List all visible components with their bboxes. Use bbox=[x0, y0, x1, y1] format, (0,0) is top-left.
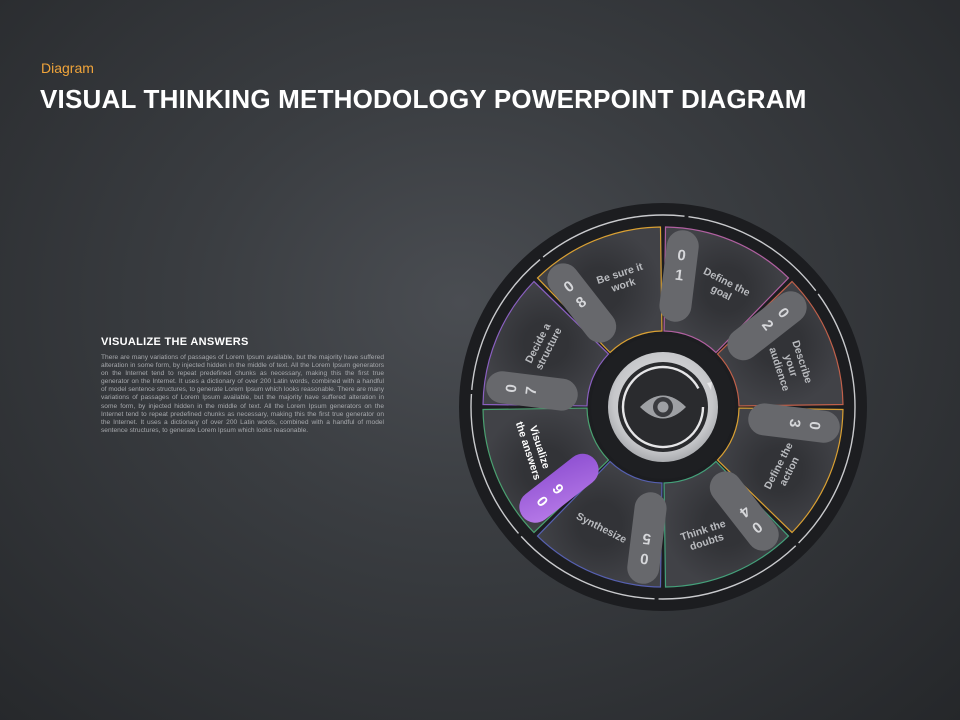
tab-03: 03 bbox=[748, 403, 840, 443]
slide-category: Diagram bbox=[41, 60, 94, 76]
tab-pill-08 bbox=[547, 263, 617, 343]
segment-04 bbox=[663, 460, 790, 588]
tab-06: 06 bbox=[519, 453, 599, 523]
arrow-head-icon bbox=[707, 382, 712, 390]
tab-pill-07 bbox=[486, 371, 578, 411]
slide-title: VISUAL THINKING METHODOLOGY POWERPOINT D… bbox=[40, 84, 807, 114]
eye-icon bbox=[640, 395, 686, 419]
tab-digit: 7 bbox=[523, 386, 541, 396]
tab-01: 01 bbox=[659, 230, 699, 322]
outer-ring-line bbox=[470, 214, 856, 600]
refresh-arrow-icon bbox=[621, 365, 705, 449]
segment-06 bbox=[482, 407, 610, 534]
tab-digit: 0 bbox=[805, 420, 823, 430]
tab-04: 04 bbox=[709, 471, 779, 551]
tab-digit: 0 bbox=[639, 549, 649, 567]
panel-body: There are many variations of passages of… bbox=[101, 354, 384, 434]
tab-digit: 0 bbox=[503, 383, 521, 393]
tab-pill-02 bbox=[727, 291, 807, 361]
tab-digit: 1 bbox=[674, 267, 684, 285]
tab-digit: 5 bbox=[642, 530, 652, 548]
tab-digit: 3 bbox=[786, 418, 804, 428]
description-panel: VISUALIZE THE ANSWERS There are many var… bbox=[101, 336, 384, 435]
center-hub bbox=[591, 335, 735, 479]
tab-02: 02 bbox=[727, 291, 807, 361]
tab-08: 08 bbox=[547, 263, 617, 343]
segment-08 bbox=[536, 226, 663, 354]
segment-02 bbox=[716, 280, 844, 407]
tab-pill-04 bbox=[709, 471, 779, 551]
tab-digit: 0 bbox=[676, 247, 686, 265]
tab-05: 05 bbox=[627, 492, 667, 584]
tab-pill-05 bbox=[627, 492, 667, 584]
tab-pill-03 bbox=[748, 403, 840, 443]
tab-pill-06 bbox=[519, 453, 599, 523]
tab-pill-01 bbox=[659, 230, 699, 322]
panel-heading: VISUALIZE THE ANSWERS bbox=[101, 336, 249, 348]
